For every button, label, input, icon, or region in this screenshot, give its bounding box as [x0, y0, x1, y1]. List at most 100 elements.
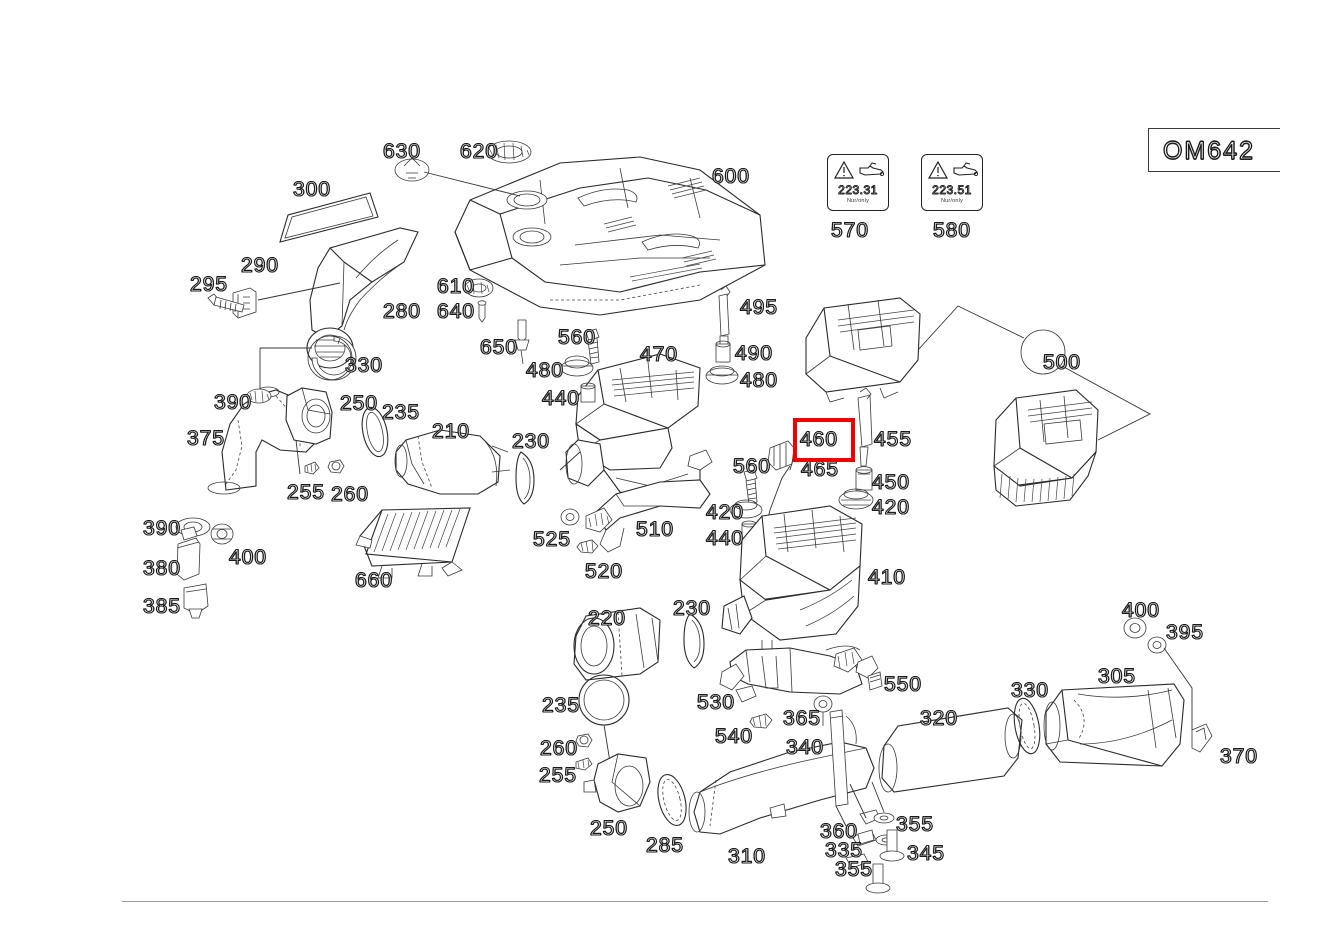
part-540-nut — [749, 713, 773, 729]
part-440-bushing-b — [741, 520, 757, 541]
part-260-nut-upper — [327, 459, 345, 474]
callout-230a: 230 — [511, 430, 551, 453]
callout-380: 380 — [142, 557, 182, 580]
callout-305: 305 — [1097, 665, 1137, 688]
part-385-valve — [183, 583, 209, 619]
part-500-group-upper-unit — [805, 297, 921, 403]
decal-570-subtext: Nur/only — [846, 198, 870, 204]
part-390-clamp-lower — [175, 517, 211, 537]
callout-440b: 440 — [705, 527, 745, 550]
callout-395: 395 — [1165, 621, 1205, 644]
decal-570-code: 223.31 — [838, 183, 878, 198]
footer-divider — [122, 901, 1268, 902]
callout-460: 460 — [799, 428, 839, 451]
decal-580: 223.51 Nur/only — [921, 154, 983, 211]
part-470-filter-housing-upper — [559, 353, 713, 501]
callout-390b: 390 — [142, 517, 182, 540]
part-465-leader — [759, 465, 791, 553]
part-550-sensor — [855, 655, 883, 691]
callout-480a: 480 — [525, 359, 565, 382]
callout-360: 360 — [819, 820, 859, 843]
callout-355a: 355 — [895, 813, 935, 836]
callout-490: 490 — [734, 342, 774, 365]
part-400-washer-left — [210, 523, 234, 545]
callout-295: 295 — [189, 273, 229, 296]
callout-365: 365 — [782, 707, 822, 730]
warning-triangle-icon — [927, 160, 949, 179]
callout-420a: 420 — [705, 501, 745, 524]
callout-255b: 255 — [538, 764, 578, 787]
callout-500: 500 — [1042, 351, 1082, 374]
callout-370: 370 — [1219, 745, 1259, 768]
callout-290: 290 — [240, 254, 280, 277]
oil-can-icon — [953, 162, 979, 177]
part-510-duct — [585, 479, 711, 553]
decal-580-subtext: Nur/only — [940, 198, 964, 204]
callout-650: 650 — [479, 336, 519, 359]
part-230-seal-a — [515, 451, 535, 505]
callout-510: 510 — [635, 518, 675, 541]
callout-345: 345 — [906, 842, 946, 865]
part-640-pin — [477, 300, 487, 323]
part-460-bracket — [767, 440, 795, 471]
callout-285: 285 — [645, 834, 685, 857]
callout-230b: 230 — [672, 597, 712, 620]
callout-340: 340 — [785, 736, 825, 759]
callout-250b: 250 — [589, 817, 629, 840]
part-290-bracket — [232, 282, 341, 319]
callout-335: 335 — [824, 839, 864, 862]
callout-260a: 260 — [330, 483, 370, 506]
callout-255a: 255 — [286, 481, 326, 504]
callout-410: 410 — [867, 566, 907, 589]
callout-320: 320 — [919, 707, 959, 730]
diagram-title-box: OM642 — [1148, 128, 1280, 172]
part-455-strut — [857, 387, 873, 467]
decal-570: 223.31 Nur/only — [827, 154, 889, 211]
part-490-bushing — [715, 340, 731, 363]
callout-640: 640 — [436, 300, 476, 323]
callout-455: 455 — [873, 428, 913, 451]
highlight-box-part-460 — [793, 418, 855, 462]
part-305-intake-duct-right — [1043, 683, 1185, 767]
callout-300: 300 — [292, 178, 332, 201]
callout-420b: 420 — [871, 496, 911, 519]
part-295-screw — [207, 293, 245, 313]
callout-355b: 355 — [834, 858, 874, 881]
callout-210: 210 — [431, 420, 471, 443]
part-630-clip — [394, 157, 521, 197]
part-500-leader-bracket — [917, 305, 1151, 441]
part-340-tube — [829, 709, 857, 827]
part-250-connector-upper — [285, 387, 333, 475]
callout-580: 580 — [932, 219, 972, 242]
part-420-grommet-b — [838, 488, 874, 510]
part-355-washers — [871, 781, 897, 846]
part-370-bracket — [1191, 723, 1213, 753]
callout-560b: 560 — [732, 455, 772, 478]
callout-235a: 235 — [381, 401, 421, 424]
part-395-washer — [1147, 636, 1193, 730]
callout-390a: 390 — [213, 391, 253, 414]
part-235-ring-lower — [578, 674, 630, 763]
callout-525: 525 — [532, 528, 572, 551]
callout-520: 520 — [584, 560, 624, 583]
part-480-grommet-a — [560, 355, 594, 377]
callout-465: 465 — [800, 458, 840, 481]
callout-630: 630 — [382, 140, 422, 163]
decal-580-code: 223.51 — [932, 183, 972, 198]
decal-570-icons — [831, 159, 887, 183]
part-230-seal-b — [683, 613, 705, 669]
warning-triangle-icon — [833, 160, 855, 179]
part-255-clip-upper — [304, 461, 320, 475]
callout-440a: 440 — [541, 387, 581, 410]
callout-260b: 260 — [539, 737, 579, 760]
part-450-bushing — [855, 466, 873, 491]
part-530-bracket — [719, 645, 863, 703]
callout-480b: 480 — [739, 369, 779, 392]
callout-660: 660 — [354, 569, 394, 592]
part-255-clip-lower — [575, 757, 593, 771]
part-525-washer — [560, 508, 580, 526]
callout-280: 280 — [382, 300, 422, 323]
callout-495: 495 — [739, 296, 779, 319]
